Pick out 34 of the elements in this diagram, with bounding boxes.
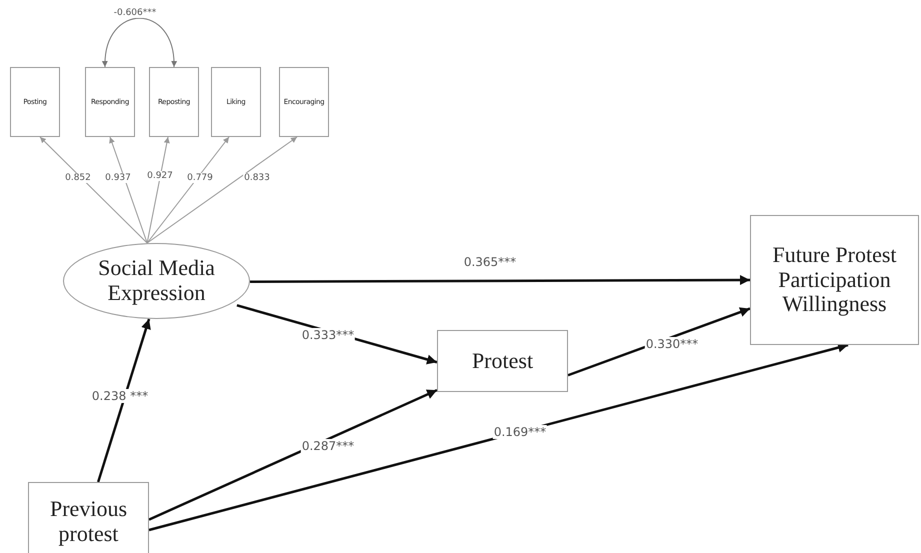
- node-label: Protest: [472, 348, 534, 374]
- edge-label: 0.937: [104, 173, 132, 183]
- arrow: [148, 342, 848, 532]
- edge-label: 0.779: [186, 173, 214, 183]
- variable-box: [437, 330, 568, 392]
- arrow: [109, 136, 148, 244]
- edge-label: 0.365***: [462, 255, 518, 269]
- arrow: [146, 136, 298, 244]
- edge-label: 0.833: [243, 173, 271, 183]
- edge-label: 0.852: [64, 173, 92, 183]
- variable-box: [750, 215, 919, 345]
- variable-box: [85, 67, 135, 137]
- node-label: Previous protest: [49, 497, 128, 547]
- variable-box: [279, 67, 329, 137]
- arrow: [102, 18, 177, 68]
- node-label: Future Protest Participation Willingness: [772, 243, 897, 317]
- arrow: [148, 389, 438, 521]
- variable-box: [10, 67, 60, 137]
- arrow: [250, 275, 750, 286]
- variable-box: [149, 67, 199, 137]
- edge-label: 0.330***: [644, 337, 700, 351]
- edge-label: 0.927: [146, 171, 174, 181]
- edge-label: 0.333***: [300, 328, 356, 342]
- arrow: [146, 136, 170, 244]
- edge-label: 0.238 ***: [90, 389, 150, 403]
- edge-label: 0.287***: [300, 439, 356, 453]
- arrow: [40, 136, 148, 244]
- edge-label: 0.169***: [492, 425, 548, 439]
- edge-label: -0.606***: [112, 8, 158, 18]
- node-label: Social Media Expression: [97, 256, 216, 306]
- variable-box: [211, 67, 261, 137]
- arrow: [146, 136, 230, 244]
- arrow: [96, 318, 151, 482]
- variable-box: [28, 482, 149, 553]
